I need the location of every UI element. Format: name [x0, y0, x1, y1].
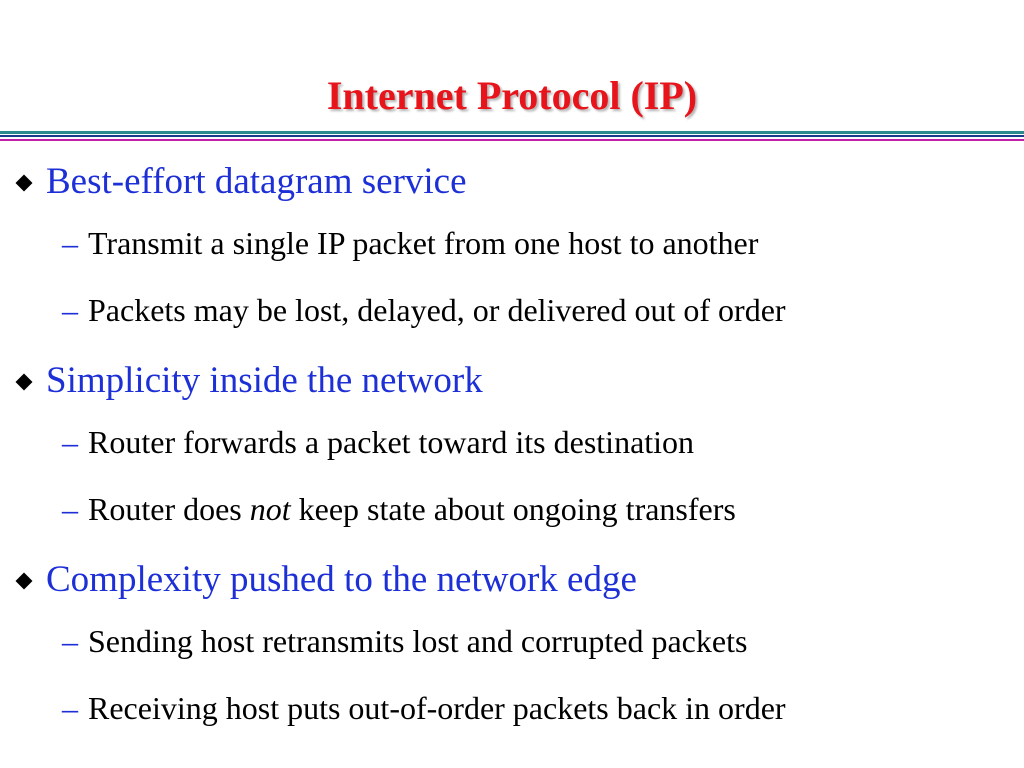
dash-icon: – — [62, 292, 78, 328]
sub-item: –Receiving host puts out-of-order packet… — [62, 688, 786, 728]
slide-title: Internet Protocol (IP) — [326, 73, 698, 118]
title-rule-navy — [0, 135, 1024, 137]
bullet-text: Complexity pushed to the network edge — [46, 559, 637, 600]
sub-item: –Router does not keep state about ongoin… — [62, 489, 736, 529]
dash-icon: – — [62, 690, 78, 726]
bullet-simplicity: Simplicity inside the network — [12, 359, 483, 403]
bullet-complexity: Complexity pushed to the network edge — [12, 558, 637, 602]
sub-item: –Transmit a single IP packet from one ho… — [62, 223, 758, 263]
sub-item: –Router forwards a packet toward its des… — [62, 422, 694, 462]
dash-icon: – — [62, 225, 78, 261]
sub-item-text: Packets may be lost, delayed, or deliver… — [88, 292, 786, 328]
diamond-bullet-icon — [15, 373, 32, 390]
dash-icon: – — [62, 623, 78, 659]
sub-item-text-before: Router does — [88, 491, 250, 527]
sub-item-text: Sending host retransmits lost and corrup… — [88, 623, 748, 659]
dash-icon: – — [62, 424, 78, 460]
title-rule-teal — [0, 131, 1024, 134]
sub-item-text: Router forwards a packet toward its dest… — [88, 424, 695, 460]
bullet-text: Simplicity inside the network — [46, 360, 483, 401]
dash-icon: – — [62, 491, 78, 527]
bullet-text: Best-effort datagram service — [46, 161, 467, 202]
sub-item: –Packets may be lost, delayed, or delive… — [62, 290, 786, 330]
diamond-bullet-icon — [15, 174, 32, 191]
sub-item: –Sending host retransmits lost and corru… — [62, 621, 747, 661]
sub-item-emphasis: not — [249, 491, 291, 527]
sub-item-text-after: keep state about ongoing transfers — [290, 491, 736, 527]
sub-item-text: Transmit a single IP packet from one hos… — [88, 225, 759, 261]
diamond-bullet-icon — [15, 572, 32, 589]
sub-item-text: Receiving host puts out-of-order packets… — [88, 690, 786, 726]
title-rule-magenta — [0, 139, 1024, 141]
bullet-best-effort: Best-effort datagram service — [12, 160, 467, 204]
